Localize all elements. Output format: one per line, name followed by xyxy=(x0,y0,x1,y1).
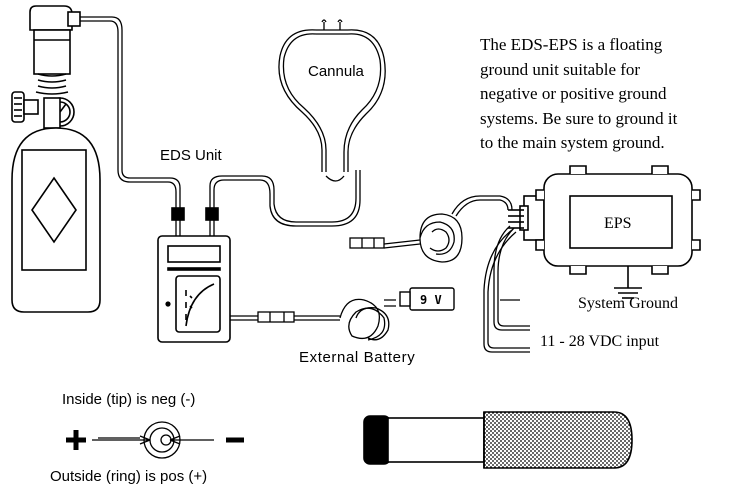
ring-arrow-icon xyxy=(92,435,151,445)
eps-label-plate xyxy=(569,195,673,249)
eds-unit-display xyxy=(167,245,221,263)
vdc-input-label: 11 - 28 VDC input xyxy=(540,333,660,350)
regulator-fitting xyxy=(67,11,81,27)
regulator-threads xyxy=(35,73,69,95)
plus-icon xyxy=(66,430,86,450)
tubing-and-wires xyxy=(80,16,530,353)
oxygen-cylinder xyxy=(11,5,101,313)
valve-knob xyxy=(11,91,25,123)
hazard-diamond xyxy=(31,176,77,244)
battery-9v: 9 V xyxy=(399,287,455,311)
cylinder-label xyxy=(21,149,87,271)
supply-tube xyxy=(80,16,181,212)
regulator-elbow xyxy=(29,5,73,31)
regulator-body xyxy=(33,29,71,75)
battery-coil-1 xyxy=(339,298,386,341)
barrel-jack-tip xyxy=(160,434,172,446)
inside-tip-label: Inside (tip) is neg (-) xyxy=(62,391,195,408)
polarity-diagram: Inside (tip) is neg (-) Outside (ring) i… xyxy=(50,391,244,485)
grounding-note: The EDS-EPS is a floating ground unit su… xyxy=(480,33,740,156)
eps-label: EPS xyxy=(604,215,632,232)
note-line: ground unit suitable for xyxy=(480,59,641,79)
eps-coil xyxy=(419,213,463,263)
cartridge-body xyxy=(483,411,633,469)
battery-cartridge xyxy=(363,411,633,469)
vdc-wire-1 xyxy=(493,225,530,331)
eds-unit xyxy=(157,207,231,343)
cannula-loop xyxy=(278,29,386,172)
outside-ring-label: Outside (ring) is pos (+) xyxy=(50,468,207,485)
vdc-wire-2 xyxy=(483,229,530,353)
eps-unit: EPS xyxy=(508,165,701,299)
nasal-prong xyxy=(323,22,341,30)
note-line: to the main system ground. xyxy=(480,133,665,152)
cartridge-neck xyxy=(387,417,485,463)
eds-unit-label: EDS Unit xyxy=(160,147,223,164)
cannula-tube xyxy=(209,170,357,223)
note-line: negative or positive ground xyxy=(480,84,667,103)
system-ground-label: System Ground xyxy=(578,295,678,312)
tip-arrow-icon xyxy=(169,435,214,445)
cannula-label: Cannula xyxy=(308,63,365,80)
ground-symbol-icon xyxy=(614,266,642,299)
note-line: The EDS-EPS is a floating xyxy=(480,35,663,54)
note-line: systems. Be sure to ground it xyxy=(480,108,678,128)
battery-voltage-label: 9 V xyxy=(420,293,442,307)
external-battery-label: External Battery xyxy=(299,349,415,366)
cylinder-body xyxy=(11,127,101,313)
